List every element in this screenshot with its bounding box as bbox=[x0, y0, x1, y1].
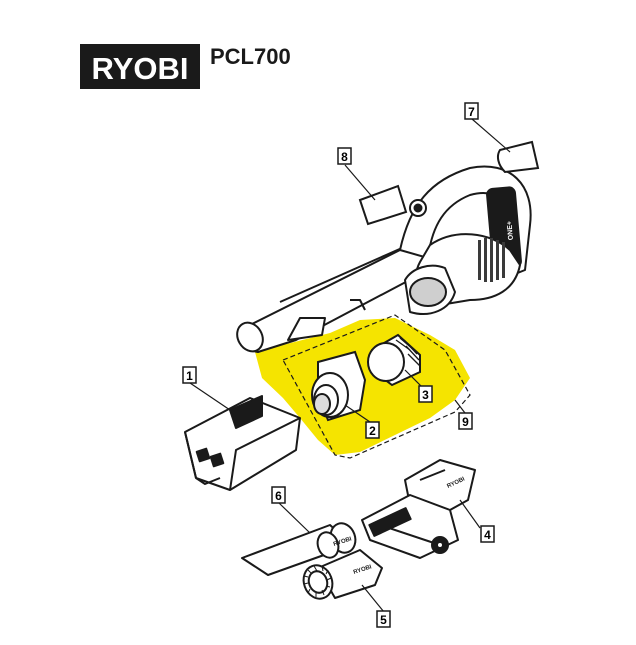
callout-9: 9 bbox=[458, 412, 473, 430]
callout-1: 1 bbox=[182, 366, 197, 384]
part-5-wide-nozzle bbox=[302, 549, 383, 600]
part-4-floor-nozzle bbox=[361, 459, 476, 559]
svg-text:2: 2 bbox=[369, 424, 376, 438]
callout-3: 3 bbox=[418, 385, 433, 403]
svg-text:3: 3 bbox=[422, 388, 429, 402]
wide-nozzle-label: RYOBI bbox=[353, 564, 373, 576]
logo-text: RYOBI bbox=[91, 51, 188, 86]
callout-7: 7 bbox=[464, 102, 479, 120]
callout-6: 6 bbox=[271, 486, 286, 504]
svg-text:9: 9 bbox=[462, 415, 469, 429]
svg-text:4: 4 bbox=[484, 528, 491, 542]
callout-4: 4 bbox=[480, 525, 495, 543]
logo-background bbox=[80, 44, 200, 89]
part-8-label bbox=[358, 184, 408, 226]
callout-8: 8 bbox=[337, 147, 352, 165]
vacuum-body bbox=[236, 165, 532, 353]
callout-5: 5 bbox=[376, 610, 391, 628]
handle-badge: ONE+ bbox=[506, 221, 515, 241]
part-1-battery-pack bbox=[184, 395, 301, 491]
part-9-assembly-outline bbox=[282, 314, 471, 459]
svg-text:5: 5 bbox=[380, 613, 387, 627]
svg-text:6: 6 bbox=[275, 489, 282, 503]
leader-lines bbox=[189, 118, 511, 613]
part-6-crevice-tool bbox=[241, 522, 357, 576]
svg-text:8: 8 bbox=[341, 150, 348, 164]
svg-text:1: 1 bbox=[186, 369, 193, 383]
model-number: PCL700 bbox=[210, 44, 291, 69]
svg-text:7: 7 bbox=[468, 105, 475, 119]
ryobi-logo: RYOBI bbox=[80, 44, 200, 89]
part-2-filter-housing bbox=[311, 350, 367, 422]
callout-2: 2 bbox=[365, 421, 380, 439]
motor-grille bbox=[478, 238, 505, 282]
crevice-tool-label: RYOBI bbox=[333, 536, 353, 548]
